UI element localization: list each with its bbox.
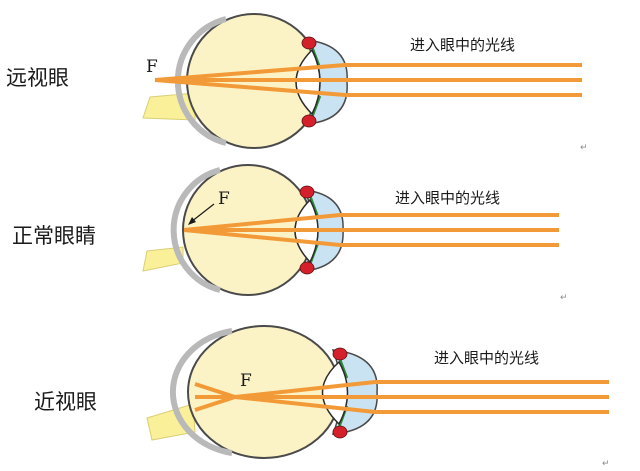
ray-normal-top	[183, 213, 559, 232]
ray-label-far: 进入眼中的光线	[410, 36, 515, 54]
paragraph-mark-far: ↵	[580, 143, 588, 153]
ciliary-normal-bottom	[299, 261, 315, 275]
focal-point-far: F	[146, 57, 158, 77]
focal-point-normal: F	[218, 189, 230, 209]
diagram-normal: 正常眼睛 F 进入眼中的光线 ↵	[12, 164, 568, 303]
paragraph-mark-normal: ↵	[560, 293, 568, 303]
row-label-normal: 正常眼睛	[12, 224, 96, 248]
focal-pointer-normal	[190, 203, 215, 223]
ray-label-near: 进入眼中的光线	[434, 349, 539, 367]
sclera-shadow-near	[169, 328, 233, 456]
diagram-far-sighted: 远视眼 F 进入眼中的光线 ↵	[6, 13, 588, 153]
focal-pointer-head-normal	[188, 217, 196, 225]
ciliary-far-bottom	[301, 114, 317, 128]
ray-near-bottom	[194, 382, 609, 414]
sclera-shadow-normal	[170, 167, 221, 293]
ciliary-normal-top	[299, 185, 315, 199]
ray-label-normal: 进入眼中的光线	[395, 189, 500, 207]
ray-near-top	[194, 380, 609, 412]
optic-nerve-near	[146, 403, 196, 441]
focal-point-near: F	[240, 371, 252, 391]
row-label-near: 近视眼	[34, 390, 97, 414]
ciliary-far-top	[301, 36, 317, 50]
row-label-far: 远视眼	[6, 66, 69, 90]
ciliary-near-top	[332, 347, 348, 361]
ray-normal-bottom	[183, 228, 559, 247]
paragraph-mark-near: ↵	[602, 459, 610, 469]
ray-far-bottom	[154, 78, 582, 97]
ciliary-near-bottom	[332, 425, 348, 439]
diagram-near-sighted: 近视眼 F 进入眼中的光线 ↵	[34, 325, 610, 469]
ray-far-top	[154, 63, 582, 82]
